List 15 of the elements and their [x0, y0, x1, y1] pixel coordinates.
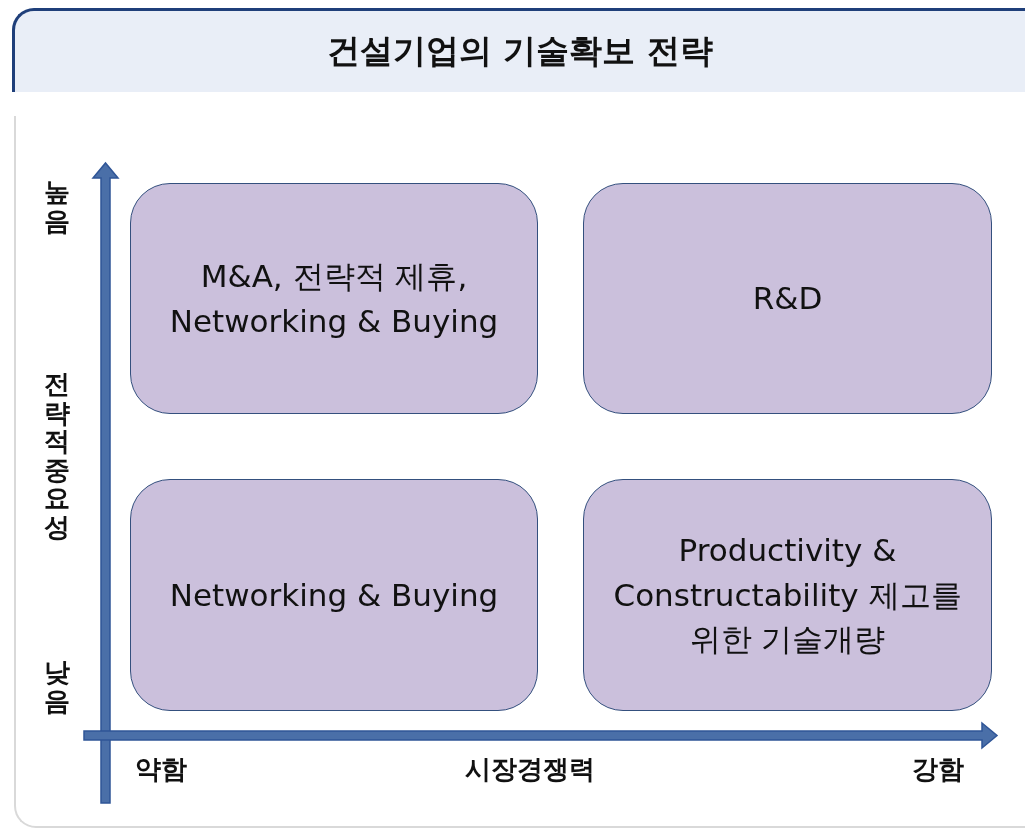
axis-label: 시장경쟁력	[465, 753, 595, 786]
quadrant-text: M&A, 전략적 제휴, Networking & Buying	[168, 256, 500, 341]
quadrant-box	[130, 479, 538, 711]
quadrant-box	[130, 183, 538, 414]
quadrant-text: Networking & Buying	[169, 575, 499, 615]
axis-label: 높음	[44, 178, 70, 236]
axis-label: 약함	[135, 753, 187, 786]
axis-label: 전략적 중요성	[44, 370, 70, 542]
quadrant-text: R&D	[752, 279, 823, 319]
quadrant-text: Productivity & Constructability 제고를 위한 기술개량	[612, 530, 963, 660]
axis-label: 강함	[912, 753, 964, 786]
quadrant-box	[583, 183, 992, 414]
quadrant-box	[583, 479, 992, 711]
diagram-title: 건설기업의 기술확보 전략	[327, 30, 713, 72]
axis-label: 낮음	[44, 658, 70, 716]
